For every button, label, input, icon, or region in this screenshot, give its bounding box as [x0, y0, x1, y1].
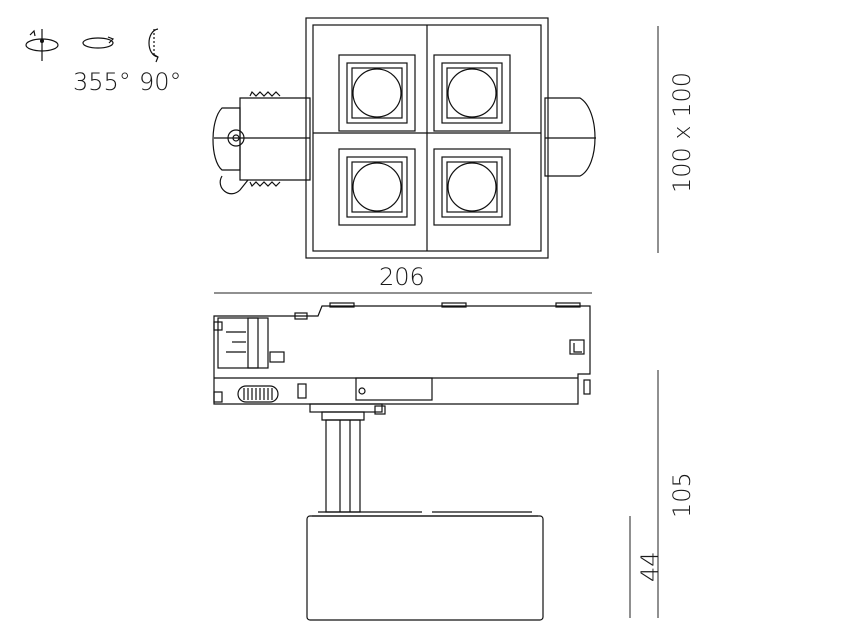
stem [309, 403, 386, 513]
lens-cell [338, 54, 416, 132]
head-size-dimension: 100 x 100 [657, 26, 696, 253]
total-height-label: 105 [668, 472, 696, 518]
head-body [306, 511, 544, 621]
lens-cell [338, 148, 416, 226]
vertical-angle-label: 90° [139, 68, 182, 96]
rotate-vertical-icon [148, 28, 159, 63]
width-label: 206 [379, 263, 425, 291]
head-height-label: 44 [636, 551, 664, 582]
head-height-dimension: 44 [629, 516, 664, 618]
dip-switch [297, 383, 307, 399]
side-view: 105 44 [213, 302, 696, 621]
top-view: 100 x 100 [212, 17, 696, 259]
total-height-dimension: 105 [657, 370, 696, 618]
head-square [305, 17, 549, 259]
lens-cell [433, 148, 511, 226]
track-adapter-top [212, 90, 311, 195]
width-dimension: 206 [214, 263, 592, 294]
rotate-tilt-icon [82, 36, 115, 49]
head-size-label: 100 x 100 [668, 72, 696, 193]
horizontal-angle-label: 355° [73, 68, 131, 96]
adjustment-dial [237, 385, 279, 403]
mounting-arm-right [544, 97, 596, 177]
label-plate [355, 377, 433, 401]
lens-cell [433, 54, 511, 132]
track-adapter-side [213, 302, 591, 405]
rotate-horizontal-icon [25, 29, 59, 61]
